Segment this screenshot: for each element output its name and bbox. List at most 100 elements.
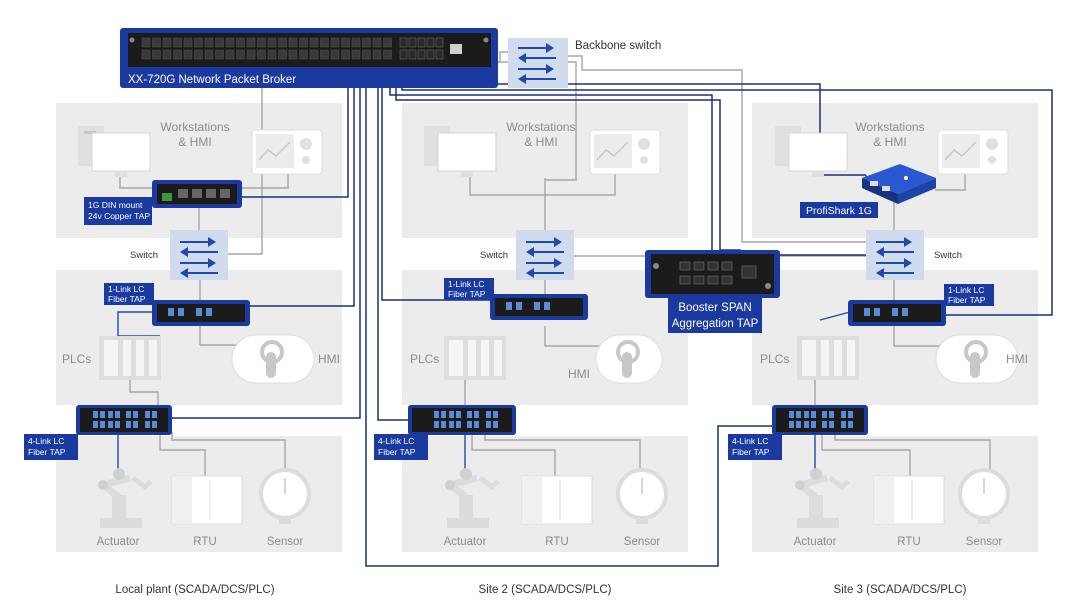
site1-hmi-screen-icon [251, 129, 323, 175]
npb-uplink-port [426, 37, 435, 48]
site1-actuator-label: Actuator [97, 536, 140, 548]
npb-port [309, 49, 319, 60]
npb-uplink-port [417, 49, 426, 60]
npb-uplink-port [435, 37, 444, 48]
site2-hmi-label: HMI [568, 367, 590, 381]
site3-plc-icon [797, 336, 859, 380]
site2: Workstations & HMI Switch 1-Link LC Fibe… [374, 120, 780, 596]
site2-rtu-label: RTU [545, 536, 568, 548]
npb-port [257, 49, 266, 60]
site1-workstations-label-2: & HMI [178, 135, 211, 149]
site3-rtu-label: RTU [897, 536, 920, 548]
site3-switch [866, 230, 924, 280]
site3-one-link-label-2: Fiber TAP [948, 295, 986, 305]
site2-one-link-label-box [444, 278, 494, 300]
site3-name: Site 3 (SCADA/DCS/PLC) [834, 584, 967, 596]
backbone-switch: Backbone switch [508, 38, 661, 88]
npb-port [141, 49, 151, 60]
site2-rtu-icon [521, 475, 593, 525]
site1-workstations-label-1: Workstations [160, 120, 229, 134]
site2-one-link-label-1: 1-Link LC [448, 279, 484, 289]
site1-copper-tap-label-2: 24v Copper TAP [88, 211, 150, 221]
site1-four-link-label-box [24, 434, 78, 460]
site1-workstation-pc-icon [78, 126, 151, 177]
site2-name: Site 2 (SCADA/DCS/PLC) [479, 584, 612, 596]
site1-sensor-label: Sensor [267, 536, 304, 548]
npb-port [183, 49, 193, 60]
npb-port [225, 37, 235, 48]
site1-one-link-label-1: 1-Link LC [108, 284, 144, 294]
npb-port [162, 49, 172, 60]
npb-port [141, 37, 151, 48]
site1-rtu-icon [171, 475, 243, 525]
npb-port [194, 37, 203, 48]
site1-plc-icon [99, 336, 161, 380]
site3-workstations-label-2: & HMI [873, 135, 906, 149]
site2-booster-span-tap [645, 250, 780, 298]
site3-one-link-tap [848, 300, 946, 326]
site2-booster-label-box [668, 297, 762, 333]
npb-port [341, 49, 350, 60]
site1-rtu-label: RTU [193, 536, 216, 548]
npb-ports [141, 37, 462, 60]
npb-port [278, 49, 287, 60]
site2-booster-label-2: Aggregation TAP [672, 318, 759, 330]
npb-port [183, 37, 193, 48]
npb-port [257, 37, 266, 48]
site2-four-link-label-box [374, 434, 428, 460]
site1-one-link-label-box [104, 283, 154, 305]
site1-four-link-label-1: 4-Link LC [28, 436, 64, 446]
npb-uplink-port [417, 37, 426, 48]
npb-port [309, 37, 319, 48]
npb-port [152, 37, 161, 48]
site2-four-link-label-1: 4-Link LC [378, 436, 414, 446]
site2-hmi-touch-icon [595, 334, 663, 384]
npb-uplink-port [435, 49, 444, 60]
npb-port [246, 37, 256, 48]
site3-sensor-icon [958, 468, 1010, 524]
npb-port [162, 37, 172, 48]
site2-workstations-label-2: & HMI [524, 135, 557, 149]
site1-four-link-tap [76, 405, 172, 435]
npb-port [236, 49, 245, 60]
npb-port [152, 49, 161, 60]
npb-port [330, 49, 340, 60]
site2-hmi-screen-icon [589, 129, 661, 175]
site2-one-link-tap [490, 294, 588, 320]
npb-mgmt-port [450, 44, 462, 54]
site1-copper-tap [152, 180, 242, 208]
site1-sensor-icon [259, 468, 311, 524]
site1: Workstations & HMI 1G DIN mount 24v Copp… [24, 120, 340, 596]
backbone-switch-label: Backbone switch [575, 40, 661, 52]
npb-port [173, 49, 182, 60]
site3-one-link-label-box [944, 284, 994, 306]
npb-device: XX-720G Network Packet Broker [120, 28, 498, 88]
site3-four-link-tap [772, 405, 868, 435]
npb-port [299, 37, 308, 48]
npb-port [194, 49, 203, 60]
npb-port [215, 37, 224, 48]
site3-workstations-label-1: Workstations [855, 120, 924, 134]
site3-hmi-touch-icon [935, 334, 1019, 384]
site3-workstation-pc-icon [775, 126, 848, 177]
site3: Workstations & HMI ProfiShark 1G Switch [728, 120, 1028, 596]
npb-uplink-port [408, 37, 417, 48]
npb-port [362, 37, 371, 48]
npb-port [330, 37, 340, 48]
npb-port [362, 49, 371, 60]
site2-four-link-tap [408, 405, 516, 435]
npb-port [173, 37, 182, 48]
site1-copper-tap-label-box [84, 197, 152, 225]
site3-rtu-icon [873, 475, 945, 525]
npb-port [225, 49, 235, 60]
site2-actuator-label: Actuator [444, 536, 487, 548]
npb-uplink-port [399, 37, 408, 48]
npb-port [215, 49, 224, 60]
npb-port [351, 49, 361, 60]
site2-actuator-icon [445, 468, 500, 528]
npb-port [372, 37, 382, 48]
npb-port [341, 37, 350, 48]
site1-one-link-label-2: Fiber TAP [108, 294, 146, 304]
npb-port [351, 37, 361, 48]
npb-port [267, 37, 277, 48]
